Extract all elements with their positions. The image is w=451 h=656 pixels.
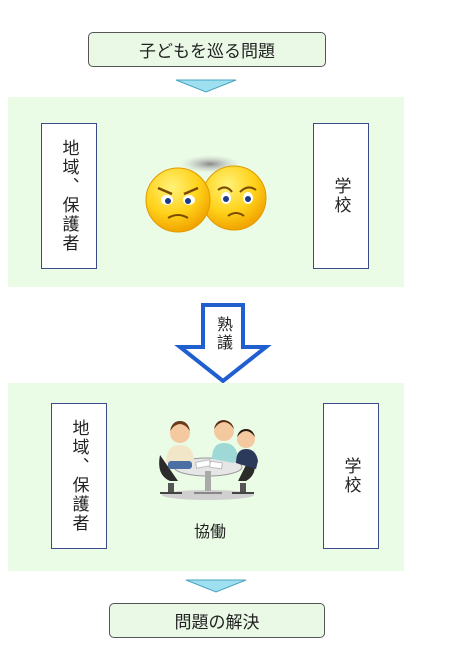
down-triangle-2 — [186, 580, 246, 592]
school-label-top: 学校 — [330, 177, 351, 215]
community-parents-box-top: 地域、保護者 — [41, 123, 97, 269]
collaboration-text: 協働 — [193, 522, 226, 541]
meeting-people-icon — [159, 420, 258, 500]
deliberation-label: 熟議 — [211, 316, 235, 352]
community-parents-label-bottom: 地域、保護者 — [68, 419, 89, 533]
top-problem-box: 子どもを巡る問題 — [88, 32, 326, 67]
down-triangle-2-outline — [185, 579, 247, 593]
deliberation-arrow — [174, 303, 272, 384]
solution-label: 問題の解決 — [174, 613, 260, 633]
collaboration-label: 協働 — [186, 518, 234, 542]
school-box-bottom: 学校 — [323, 403, 379, 549]
school-box-top: 学校 — [313, 123, 369, 269]
top-problem-label: 子どもを巡る問題 — [139, 42, 275, 62]
angry-faces-icon — [145, 155, 267, 233]
solution-box: 問題の解決 — [109, 603, 325, 638]
school-label-bottom: 学校 — [340, 457, 361, 495]
community-parents-label-top: 地域、保護者 — [58, 139, 79, 253]
down-triangle-1-outline — [175, 79, 237, 93]
deliberation-text: 熟議 — [214, 316, 233, 352]
community-parents-box-bottom: 地域、保護者 — [51, 403, 107, 549]
down-triangle-1 — [176, 80, 236, 92]
